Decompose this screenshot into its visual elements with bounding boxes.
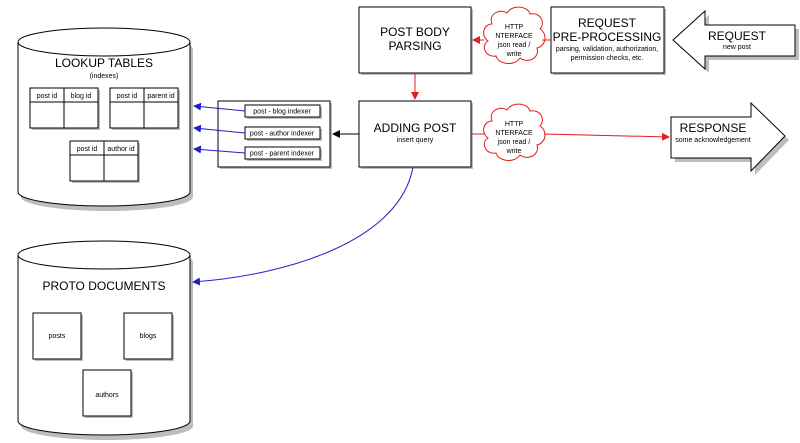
cloud-line: write [506,51,522,58]
indexer-label: post - author indexer [250,131,315,138]
post-body-line1: POST BODY [380,25,450,39]
http-cloud-top: HTTP NTERFACE json read / write [483,6,546,64]
lookup-table-parent: post id parent id [109,87,180,130]
table-header-cell: parent id [147,93,174,100]
doc-authors: authors [82,369,133,418]
table-header-cell: author id [107,146,134,153]
arrow-blog-indexer [193,102,246,112]
indexer-label: post - blog indexer [253,109,311,116]
doc-label: posts [49,333,66,340]
cloud-line: HTTP [505,121,524,128]
cloud-line: NTERFACE [495,33,533,40]
table-header-cell: post id [117,93,138,100]
request-pre-sub1: parsing, validation, authorization, [556,46,658,53]
indexer-label: post - parent indexer [250,151,315,158]
doc-posts: posts [32,312,83,361]
table-header-cell: post id [37,93,58,100]
request-arrow: REQUEST new post [672,9,799,73]
cloud-line: json read / [497,139,531,146]
indexer-author: post - author indexer [244,126,322,141]
lookup-table-author: post id author id [69,140,140,183]
request-preprocessing-box: REQUEST PRE-PROCESSING parsing, validati… [550,6,666,75]
table-header-cell: post id [77,146,98,153]
request-pre-line2: PRE-PROCESSING [553,30,662,44]
adding-post-sub: insert query [397,137,434,144]
http-cloud-bottom: HTTP NTERFACE json read / write [483,103,546,161]
response-arrow: RESPONSE some acknowledgement [670,101,789,175]
proto-documents-title: PROTO DOCUMENTS [42,279,165,293]
doc-label: authors [95,392,119,399]
adding-post-box: ADDING POST insert query [358,100,473,169]
proto-documents-cylinder: PROTO DOCUMENTS posts blogs authors [17,240,193,440]
response-arrow-title: RESPONSE [680,121,747,135]
request-arrow-sub: new post [723,44,751,51]
indexers-group: post - blog indexer post - author indexe… [217,100,332,169]
post-body-parsing-box: POST BODY PARSING [358,6,473,75]
request-pre-line1: REQUEST [578,16,637,30]
arrow-author-indexer [193,124,246,134]
arrow-add-to-proto [192,166,414,286]
cloud-line: write [506,148,522,155]
arrow-cloud-to-response [543,132,670,141]
request-pre-sub2: permission checks, etc. [571,55,644,62]
indexer-blog: post - blog indexer [244,104,322,119]
adding-post-title: ADDING POST [374,121,457,135]
request-arrow-title: REQUEST [708,29,767,43]
lookup-tables-title: LOOKUP TABLES [55,56,153,70]
cloud-line: NTERFACE [495,130,533,137]
doc-label: blogs [140,333,157,340]
lookup-tables-cylinder: LOOKUP TABLES (indexes) post id blog id … [17,27,193,211]
post-body-line2: PARSING [388,39,441,53]
response-arrow-sub: some acknowledgement [675,137,751,144]
cloud-line: json read / [497,42,531,49]
cloud-line: HTTP [505,24,524,31]
arrow-parent-indexer [193,145,246,154]
lookup-table-blog: post id blog id [29,87,100,130]
indexer-parent: post - parent indexer [244,146,322,161]
doc-blogs: blogs [123,312,174,361]
lookup-tables-subtitle: (indexes) [90,73,119,80]
table-header-cell: blog id [71,93,92,100]
